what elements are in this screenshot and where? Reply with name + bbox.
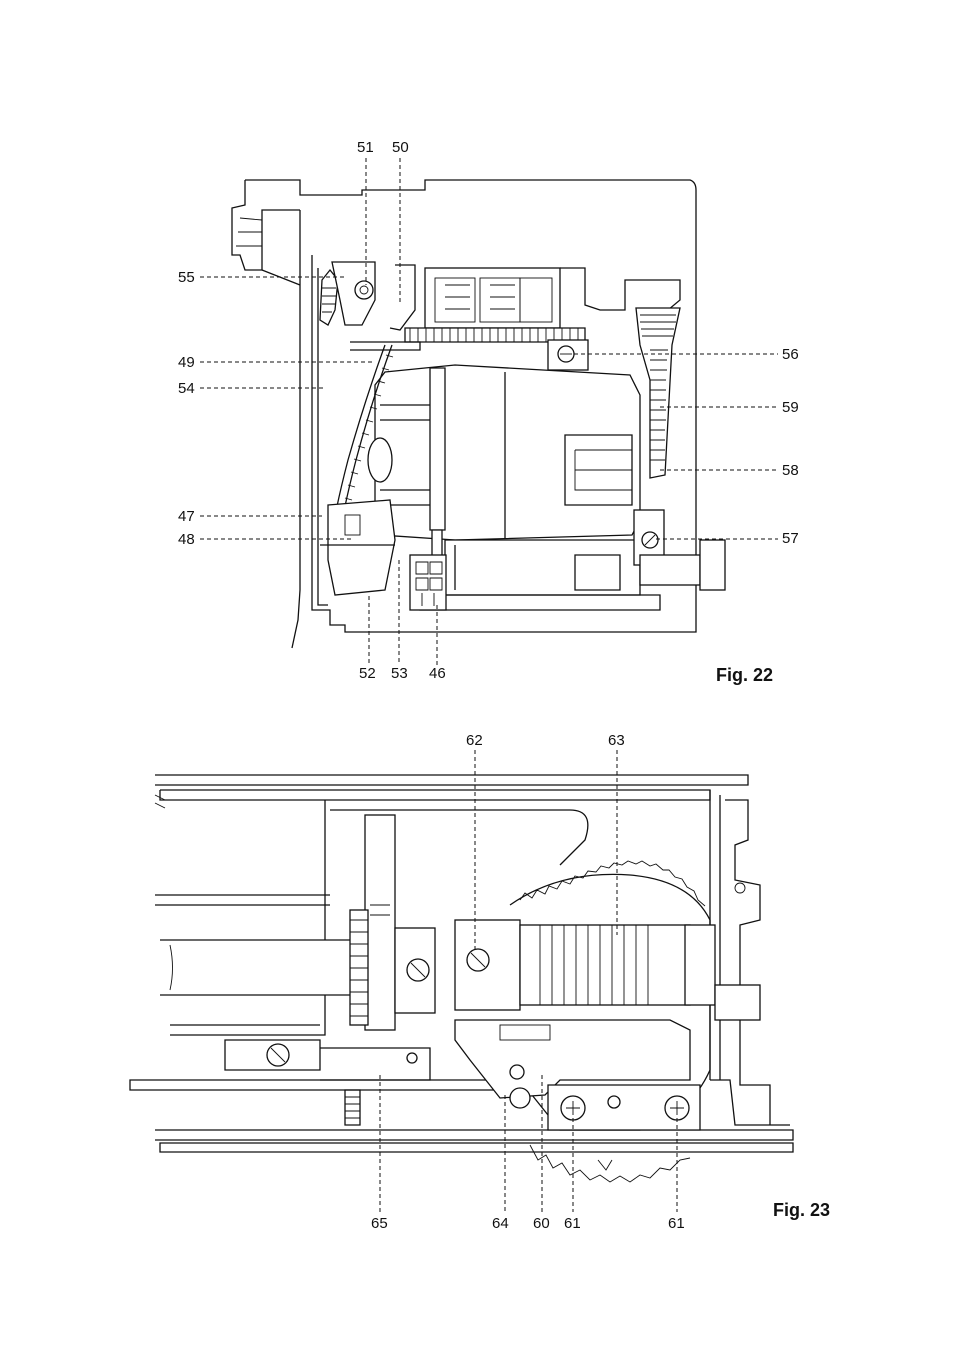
fig22-housing bbox=[231, 179, 697, 649]
callout-65: 65 bbox=[371, 1215, 388, 1232]
fig22-switch-block bbox=[320, 499, 447, 611]
callout-57: 57 bbox=[782, 530, 799, 547]
fig22-leaders bbox=[200, 158, 778, 665]
callout-55: 55 bbox=[178, 269, 195, 286]
callout-54: 54 bbox=[178, 380, 195, 397]
callout-60: 60 bbox=[533, 1215, 550, 1232]
fig23-caption: Fig. 23 bbox=[773, 1200, 831, 1220]
callout-61-right: 61 bbox=[668, 1215, 685, 1232]
callout-63: 63 bbox=[608, 732, 625, 749]
fig22-belt-column bbox=[635, 307, 681, 479]
fig22-caption: Fig. 22 bbox=[716, 665, 774, 685]
fig23-pulley bbox=[349, 814, 436, 1031]
fig23-lower-bracket bbox=[224, 1019, 701, 1131]
fig23-worm-gear bbox=[454, 860, 761, 1183]
callout-47: 47 bbox=[178, 508, 195, 525]
fig22-top-gear-assembly bbox=[350, 267, 681, 371]
callout-46: 46 bbox=[429, 665, 446, 682]
callout-64: 64 bbox=[492, 1215, 509, 1232]
callout-48: 48 bbox=[178, 531, 195, 548]
fig23-leaders bbox=[379, 750, 678, 1212]
callout-61-left: 61 bbox=[564, 1215, 581, 1232]
callout-56: 56 bbox=[782, 346, 799, 363]
callout-59: 59 bbox=[782, 399, 799, 416]
callout-50: 50 bbox=[392, 139, 409, 156]
callout-52: 52 bbox=[359, 665, 376, 682]
fig23-frame bbox=[129, 774, 794, 1153]
callout-53: 53 bbox=[391, 665, 408, 682]
callout-51: 51 bbox=[357, 139, 374, 156]
callout-58: 58 bbox=[782, 462, 799, 479]
callout-62: 62 bbox=[466, 732, 483, 749]
callout-49: 49 bbox=[178, 354, 195, 371]
